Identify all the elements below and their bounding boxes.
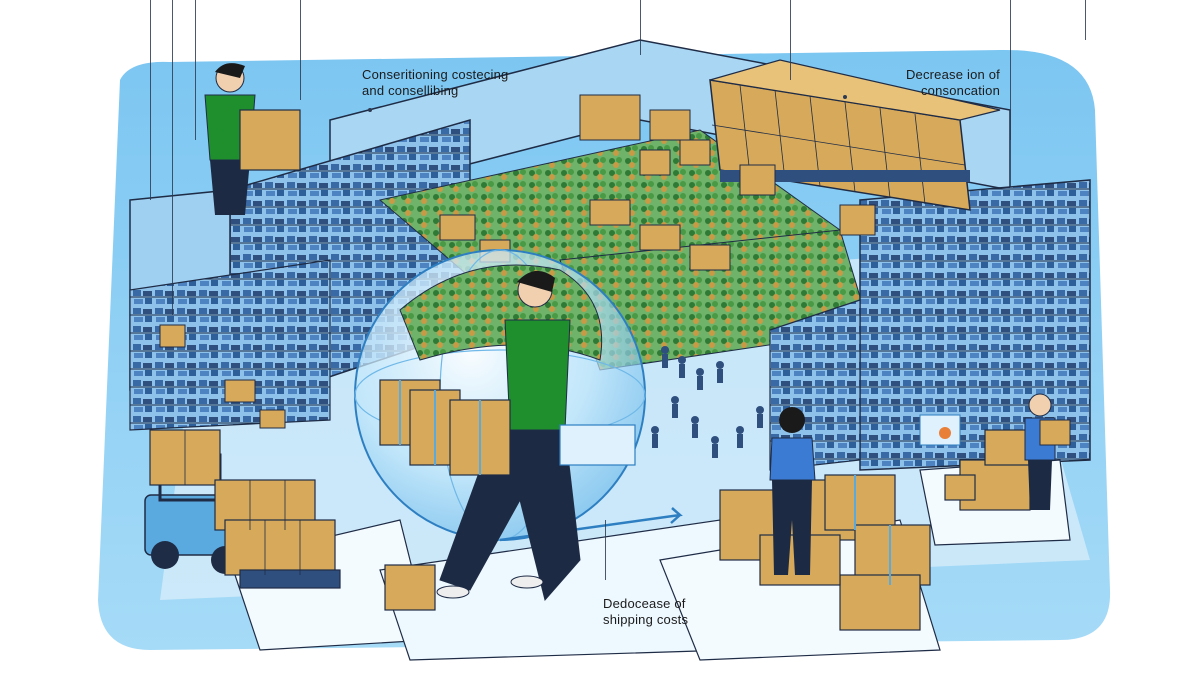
annotation-line — [172, 0, 173, 315]
floating-panel-center — [559, 424, 636, 466]
annotation-line — [1085, 0, 1086, 40]
annotation-line — [790, 0, 791, 80]
annotation-bottom-line1: Dedocease of — [603, 596, 686, 611]
annotation-line — [1010, 0, 1011, 140]
annotation-line — [150, 0, 151, 200]
status-dot — [939, 427, 951, 439]
annotation-top-right-line1: Decrease ion of — [905, 67, 1000, 82]
background-workers — [651, 346, 764, 458]
annotation-dot — [843, 95, 847, 99]
annotation-line — [640, 0, 641, 55]
worker-top-left — [204, 63, 301, 215]
right-box-stack — [719, 474, 931, 631]
worker-center — [379, 270, 581, 602]
floor-box — [384, 564, 436, 611]
far-right-box-stack — [944, 429, 1031, 511]
annotation-top-right-line2: consoncation — [920, 83, 1000, 98]
annotation-bottom-line2: shipping costs — [603, 612, 689, 627]
middle-boxes — [159, 94, 876, 429]
annotation-line — [195, 0, 196, 140]
left-lower-shelving — [129, 259, 331, 431]
annotation-top-left-line1: Conseritioning costecing — [362, 67, 509, 82]
worker-far-right — [1024, 393, 1071, 510]
annotation-line — [605, 520, 606, 580]
annotation-dot — [368, 108, 372, 112]
annotation-top-left-line2: and consellibing — [362, 83, 459, 98]
annotation-line — [300, 0, 301, 100]
worker-right — [769, 407, 816, 575]
left-box-stack — [214, 479, 341, 589]
